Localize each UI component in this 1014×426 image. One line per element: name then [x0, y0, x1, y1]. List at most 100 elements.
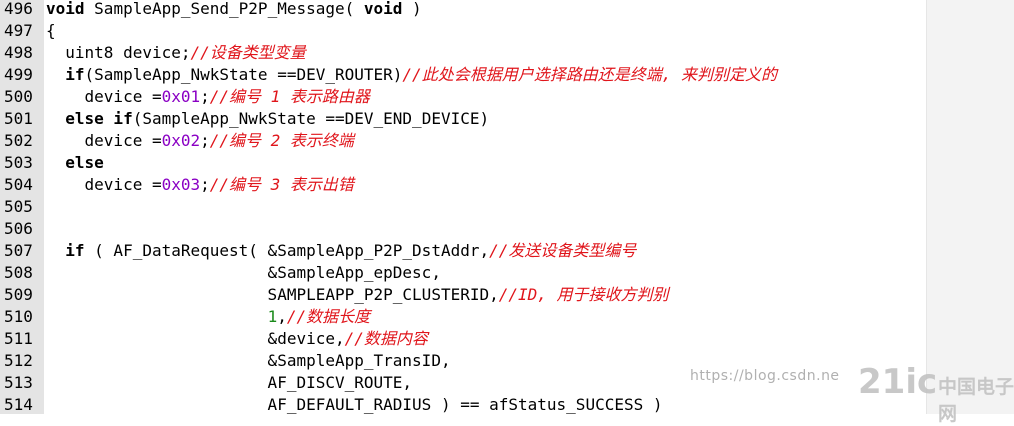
code-line[interactable]: 499 if(SampleApp_NwkState ==DEV_ROUTER)/… [0, 64, 926, 86]
code-token: SAMPLEAPP_P2P_CLUSTERID, [46, 285, 499, 304]
comment-token: //编号 2 表示终端 [209, 131, 354, 150]
comment-token: //设备类型变量 [190, 43, 306, 62]
code-token: device = [46, 175, 162, 194]
code-line[interactable]: 504 device =0x03;//编号 3 表示出错 [0, 174, 926, 196]
code-token: SampleApp_Send_P2P_Message( [94, 0, 364, 18]
code-token [46, 65, 65, 84]
code-line[interactable]: 512 &SampleApp_TransID, [0, 350, 926, 372]
line-code: else if(SampleApp_NwkState ==DEV_END_DEV… [44, 108, 489, 130]
code-line[interactable]: 502 device =0x02;//编号 2 表示终端 [0, 130, 926, 152]
code-token: { [46, 21, 56, 40]
code-token: ; [200, 131, 210, 150]
code-line[interactable]: 500 device =0x01;//编号 1 表示路由器 [0, 86, 926, 108]
code-token: ; [200, 87, 210, 106]
keyword-token: void [46, 0, 95, 18]
keyword-token: void [363, 0, 403, 18]
comment-token: //编号 3 表示出错 [209, 175, 354, 194]
line-number: 500 [4, 87, 33, 106]
code-token: AF_DEFAULT_RADIUS ) == afStatus_SUCCESS … [46, 395, 663, 414]
line-number: 508 [4, 263, 33, 282]
code-line[interactable]: 498 uint8 device;//设备类型变量 [0, 42, 926, 64]
line-number: 509 [4, 285, 33, 304]
line-code: device =0x03;//编号 3 表示出错 [44, 174, 354, 196]
line-code: if ( AF_DataRequest( &SampleApp_P2P_DstA… [44, 240, 636, 262]
code-token: AF_DISCV_ROUTE, [46, 373, 413, 392]
line-number: 512 [4, 351, 33, 370]
code-line[interactable]: 507 if ( AF_DataRequest( &SampleApp_P2P_… [0, 240, 926, 262]
code-token [46, 241, 65, 260]
line-code: device =0x01;//编号 1 表示路由器 [44, 86, 370, 108]
line-number: 513 [4, 373, 33, 392]
line-code: { [44, 20, 56, 42]
editor-right-margin [926, 0, 1014, 414]
line-code: &SampleApp_epDesc, [44, 262, 441, 284]
comment-token: //数据内容 [344, 329, 428, 348]
code-line[interactable]: 509 SAMPLEAPP_P2P_CLUSTERID,//ID, 用于接收方判… [0, 284, 926, 306]
keyword-token: if [65, 65, 85, 84]
code-token: (SampleApp_NwkState ==DEV_END_DEVICE) [132, 109, 490, 128]
line-code: if(SampleApp_NwkState ==DEV_ROUTER)//此处会… [44, 64, 777, 86]
code-token [46, 153, 65, 172]
line-code: SAMPLEAPP_P2P_CLUSTERID,//ID, 用于接收方判别 [44, 284, 669, 306]
number-token: 0x01 [161, 87, 201, 106]
code-line[interactable]: 514 AF_DEFAULT_RADIUS ) == afStatus_SUCC… [0, 394, 926, 416]
line-code: AF_DEFAULT_RADIUS ) == afStatus_SUCCESS … [44, 394, 663, 416]
keyword-token: if [65, 241, 85, 260]
code-line[interactable]: 506 [0, 218, 926, 240]
line-number: 498 [4, 43, 33, 62]
code-token: ( AF_DataRequest( &SampleApp_P2P_DstAddr… [84, 241, 490, 260]
line-number: 507 [4, 241, 33, 260]
logo-text-right: 中国电子网 [938, 376, 1014, 425]
comment-token: //ID, 用于接收方判别 [498, 285, 669, 304]
code-line[interactable]: 497 { [0, 20, 926, 42]
line-number: 499 [4, 65, 33, 84]
code-line[interactable]: 511 &device,//数据内容 [0, 328, 926, 350]
line-number: 514 [4, 395, 33, 414]
line-number: 511 [4, 329, 33, 348]
logo-text-left: 21ic [858, 362, 938, 402]
line-number: 510 [4, 307, 33, 326]
code-token [46, 307, 268, 326]
line-number: 504 [4, 175, 33, 194]
keyword-token: else if [65, 109, 133, 128]
line-code: 1,//数据长度 [44, 306, 371, 328]
comment-token: //此处会根据用户选择路由还是终端, 来判别定义的 [402, 65, 777, 84]
line-number-gutter [0, 0, 44, 414]
code-line[interactable]: 496 void SampleApp_Send_P2P_Message( void… [0, 0, 926, 20]
code-lines: 496 void SampleApp_Send_P2P_Message( void… [0, 0, 926, 416]
line-number: 505 [4, 197, 33, 216]
line-number: 502 [4, 131, 33, 150]
line-code: device =0x02;//编号 2 表示终端 [44, 130, 354, 152]
code-token: &device, [46, 329, 345, 348]
code-token: uint8 device; [46, 43, 191, 62]
number-token: 0x03 [161, 175, 201, 194]
line-code: &SampleApp_TransID, [44, 350, 451, 372]
comment-token: //数据长度 [286, 307, 371, 326]
line-number: 497 [4, 21, 33, 40]
code-line[interactable]: 505 [0, 196, 926, 218]
line-code: uint8 device;//设备类型变量 [44, 42, 306, 64]
line-number: 496 [4, 0, 33, 18]
line-number: 506 [4, 219, 33, 238]
code-token: device = [46, 87, 162, 106]
code-line[interactable]: 501 else if(SampleApp_NwkState ==DEV_END… [0, 108, 926, 130]
site-logo: 21ic 中国电子网 [858, 356, 1014, 425]
line-number: 501 [4, 109, 33, 128]
code-token: ; [200, 175, 210, 194]
line-number: 503 [4, 153, 33, 172]
code-line[interactable]: 508 &SampleApp_epDesc, [0, 262, 926, 284]
keyword-token: else [65, 153, 104, 172]
code-line[interactable]: 503 else [0, 152, 926, 174]
code-line[interactable]: 510 1,//数据长度 [0, 306, 926, 328]
code-token: (SampleApp_NwkState ==DEV_ROUTER) [84, 65, 403, 84]
code-token [46, 109, 65, 128]
line-code: &device,//数据内容 [44, 328, 428, 350]
code-token: &SampleApp_TransID, [46, 351, 451, 370]
number-token: 0x02 [161, 131, 201, 150]
line-code: else [44, 152, 104, 174]
code-line[interactable]: 513 AF_DISCV_ROUTE, [0, 372, 926, 394]
watermark-text: https://blog.csdn.ne [690, 368, 840, 384]
code-token: ) [402, 0, 422, 18]
comment-token: //编号 1 表示路由器 [209, 87, 370, 106]
